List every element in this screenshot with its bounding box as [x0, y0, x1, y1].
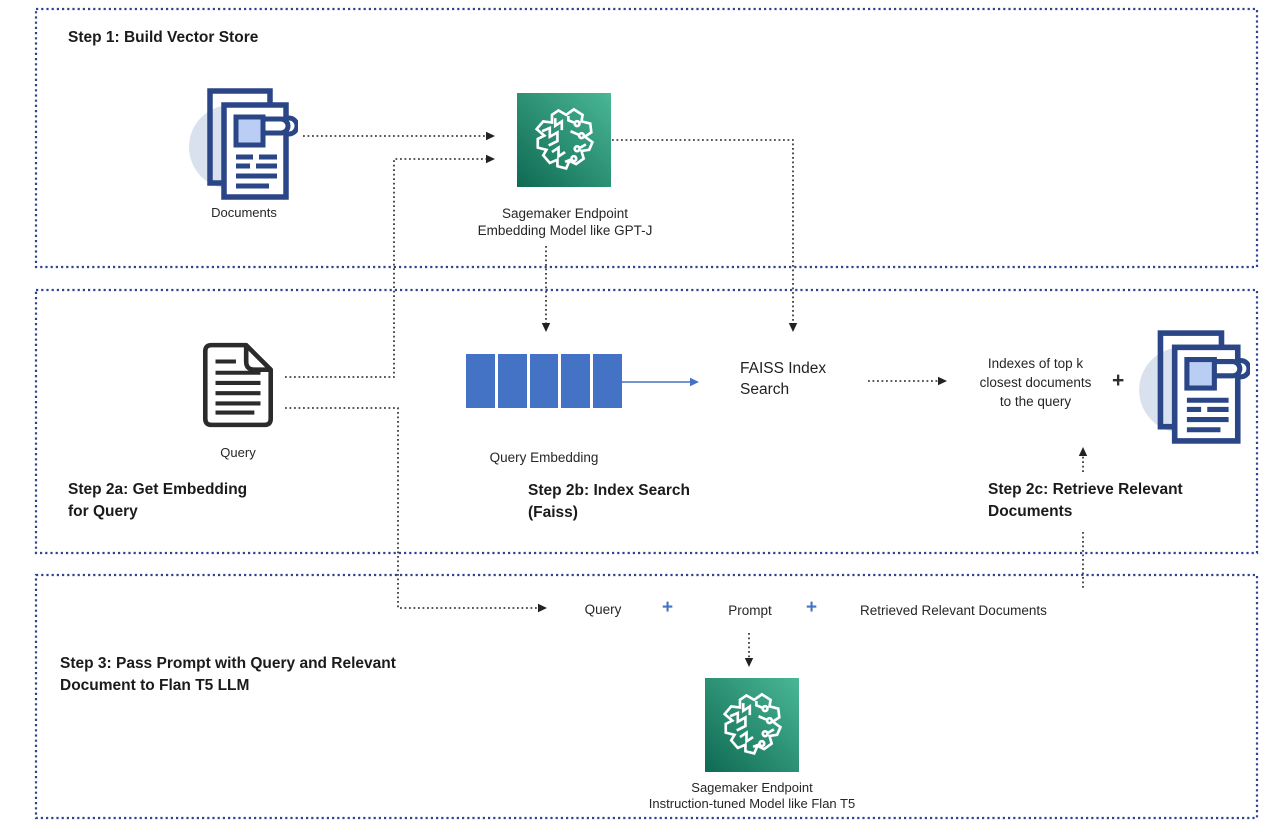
title-line: Documents [988, 503, 1073, 520]
embedding-endpoint-caption: Sagemaker Endpoint Embedding Model like … [454, 205, 676, 239]
arrow-embedding-to-faiss [621, 377, 699, 387]
step3-title: Step 3: Pass Prompt with Query and Relev… [60, 653, 396, 697]
plus-icon: + [1112, 369, 1125, 392]
arrowhead [1078, 447, 1088, 456]
arrow-query-to-step3 [285, 407, 538, 609]
label-line: Search [740, 381, 790, 398]
documents-icon [186, 85, 298, 201]
top-k-indexes-label: Indexes of top k closest documents to th… [958, 354, 1113, 411]
arrowhead [938, 376, 947, 386]
query-label: Query [220, 445, 256, 460]
step1-box [34, 7, 1259, 269]
arrowhead [538, 603, 547, 613]
title-line: Document to Flan T5 LLM [60, 677, 250, 694]
embedding-cell [529, 354, 559, 408]
label-line: to the query [999, 394, 1072, 409]
arrow-query-to-embedding-endpoint [285, 158, 486, 378]
step3-retrieved-label: Retrieved Relevant Documents [860, 603, 1047, 618]
arrowhead [541, 323, 551, 332]
step2-box [34, 288, 1259, 555]
title-line: for Query [68, 503, 138, 520]
query-embedding-vector [466, 354, 622, 408]
plus-icon: + [806, 597, 818, 618]
caption-line: Embedding Model like GPT-J [477, 223, 653, 238]
arrowhead [486, 131, 495, 141]
embedding-cell [497, 354, 527, 408]
title-line: Step 2a: Get Embedding [68, 481, 248, 498]
arrowhead [744, 658, 754, 667]
step2c-title: Step 2c: Retrieve Relevant Documents [988, 479, 1183, 523]
step3-query-label: Query [584, 602, 622, 617]
title-line: (Faiss) [528, 504, 578, 521]
step1-title: Step 1: Build Vector Store [68, 29, 259, 46]
embedding-cell [466, 354, 495, 408]
step3-prompt-label: Prompt [728, 603, 772, 618]
faiss-index-search-label: FAISS Index Search [740, 358, 826, 400]
title-line: Step 2c: Retrieve Relevant [988, 481, 1183, 498]
embedding-cell [593, 354, 622, 408]
query-embedding-label: Query Embedding [489, 450, 599, 465]
arrow-endpoint-to-faiss-index [612, 139, 794, 323]
plus-icon: + [662, 597, 674, 618]
documents-label: Documents [211, 205, 277, 220]
caption-line: Instruction-tuned Model like Flan T5 [648, 796, 856, 811]
title-line: Step 2b: Index Search [528, 482, 690, 499]
llm-endpoint-caption: Sagemaker Endpoint Instruction-tuned Mod… [618, 780, 886, 812]
arrowhead [486, 154, 495, 164]
step2b-title: Step 2b: Index Search (Faiss) [528, 480, 690, 524]
title-line: Step 3: Pass Prompt with Query and Relev… [60, 655, 396, 672]
query-document-icon [197, 339, 279, 431]
label-line: FAISS Index [740, 360, 827, 377]
label-line: Indexes of top k [987, 356, 1084, 371]
embedding-cell [561, 354, 591, 408]
step3-box [34, 573, 1259, 820]
caption-line: Sagemaker Endpoint [501, 206, 629, 221]
caption-line: Sagemaker Endpoint [691, 780, 813, 795]
arrowhead [788, 323, 798, 332]
sagemaker-endpoint-icon [517, 93, 611, 187]
step2a-title: Step 2a: Get Embedding for Query [68, 479, 247, 523]
retrieved-documents-icon [1136, 327, 1250, 445]
label-line: closest documents [979, 375, 1092, 390]
sagemaker-llm-endpoint-icon [705, 678, 799, 772]
